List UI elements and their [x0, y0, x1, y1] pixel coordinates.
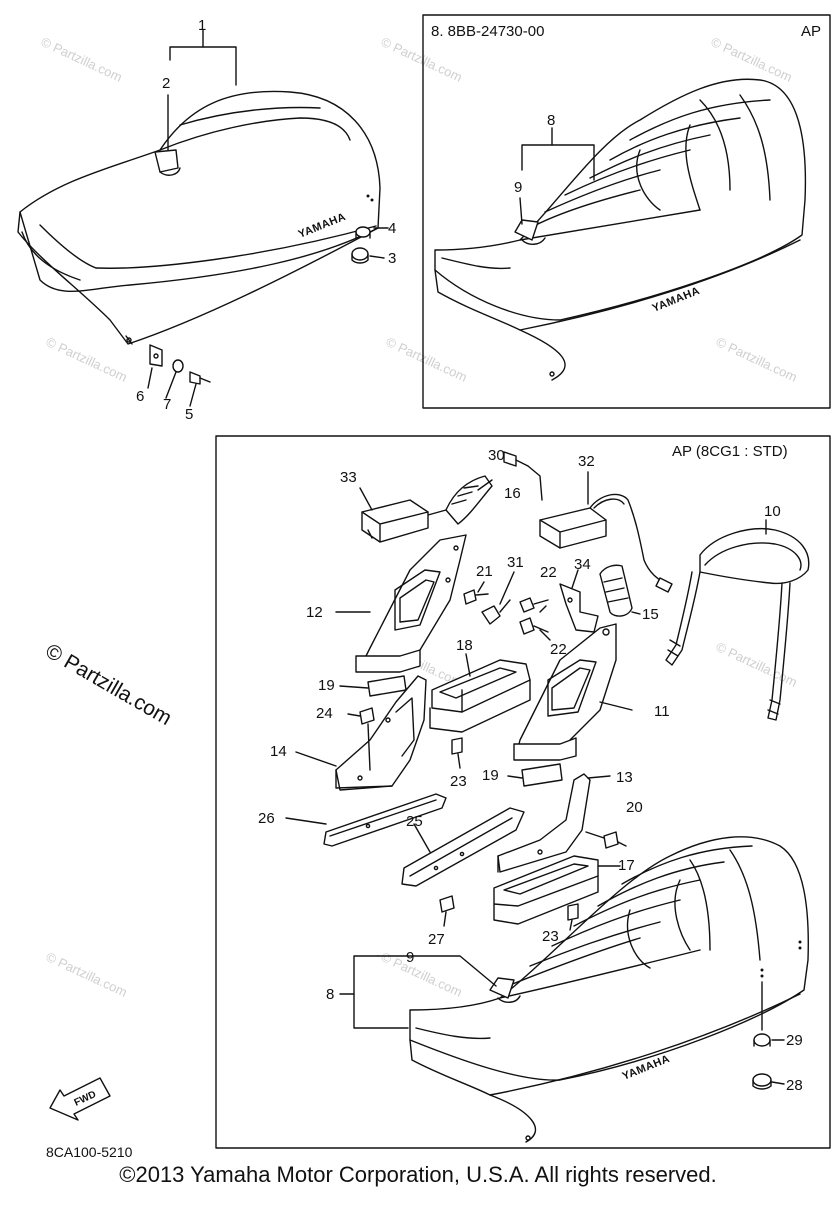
side-watermark: © Partzilla.com	[42, 639, 176, 730]
callout-9: 9	[406, 949, 414, 966]
callout-25: 25	[406, 813, 423, 830]
watermark: © Partzilla.com	[709, 34, 795, 85]
ap-panel-label: AP	[801, 23, 821, 40]
callout-33: 33	[340, 469, 357, 486]
callout-26: 26	[258, 810, 275, 827]
ap-panel-part-number: 8. 8BB-24730-00	[431, 23, 544, 40]
bracket-14	[335, 675, 427, 791]
callout-22: 22	[540, 564, 557, 581]
callout-29: 29	[786, 1032, 803, 1049]
callout-34: 34	[574, 556, 591, 573]
callout-6: 6	[136, 388, 144, 405]
fwd-arrow: FWD	[49, 1077, 111, 1121]
callout-17: 17	[618, 857, 635, 874]
callout-3: 3	[388, 250, 396, 267]
callout-4: 4	[388, 220, 396, 237]
copyright-notice: ©2013 Yamaha Motor Corporation, U.S.A. A…	[119, 1162, 717, 1187]
callout-27: 27	[428, 931, 445, 948]
callout-30: 30	[488, 447, 505, 464]
std-panel-border	[215, 435, 831, 1149]
watermark: © Partzilla.com	[714, 334, 800, 385]
backrest-10	[665, 528, 810, 721]
callout-31: 31	[507, 554, 524, 571]
callout-20: 20	[626, 799, 643, 816]
watermark: © Partzilla.com	[44, 949, 130, 1000]
bracket-12	[355, 534, 467, 673]
callout-5: 5	[185, 406, 193, 423]
callout-12: 12	[306, 604, 323, 621]
touring-seat-std: YAMAHA	[409, 836, 809, 1143]
callout-21: 21	[476, 563, 493, 580]
callout-13: 13	[616, 769, 633, 786]
callout-19: 19	[482, 767, 499, 784]
callout-9: 9	[514, 179, 522, 196]
callout-24: 24	[316, 705, 333, 722]
callout-16: 16	[504, 485, 521, 502]
watermark: © Partzilla.com	[39, 34, 125, 85]
ap-panel-border	[422, 14, 831, 409]
callout-10: 10	[764, 503, 781, 520]
part-32	[539, 493, 673, 593]
callout-19: 19	[318, 677, 335, 694]
bracket-11	[513, 623, 617, 761]
watermark: © Partzilla.com	[379, 949, 465, 1000]
callout-18: 18	[456, 637, 473, 654]
callout-28: 28	[786, 1077, 803, 1094]
part-33-16	[361, 475, 493, 543]
callout-1: 1	[198, 17, 206, 34]
callout-23: 23	[542, 928, 559, 945]
watermark: © Partzilla.com	[384, 334, 470, 385]
watermark: © Partzilla.com	[379, 34, 465, 85]
callout-15: 15	[642, 606, 659, 623]
pad-18	[429, 659, 531, 733]
seat-assembly-1: YAMAHA	[17, 90, 381, 345]
callout-32: 32	[578, 453, 595, 470]
leader-lines-top-left	[149, 29, 389, 385]
pad-17	[493, 855, 599, 925]
callout-14: 14	[270, 743, 287, 760]
callout-8: 8	[547, 112, 555, 129]
callout-8: 8	[326, 986, 334, 1003]
callout-7: 7	[163, 396, 171, 413]
callout-11: 11	[654, 703, 670, 720]
callout-23: 23	[450, 773, 467, 790]
callout-2: 2	[162, 75, 170, 92]
bracket-13	[497, 773, 591, 873]
watermark: © Partzilla.com	[714, 639, 800, 690]
diagram-code: 8CA100-5210	[46, 1144, 133, 1160]
touring-seat-ap: YAMAHA	[434, 78, 807, 381]
std-panel-label: AP (8CG1 : STD)	[672, 443, 788, 460]
watermark: © Partzilla.com	[44, 334, 130, 385]
callout-22: 22	[550, 641, 567, 658]
